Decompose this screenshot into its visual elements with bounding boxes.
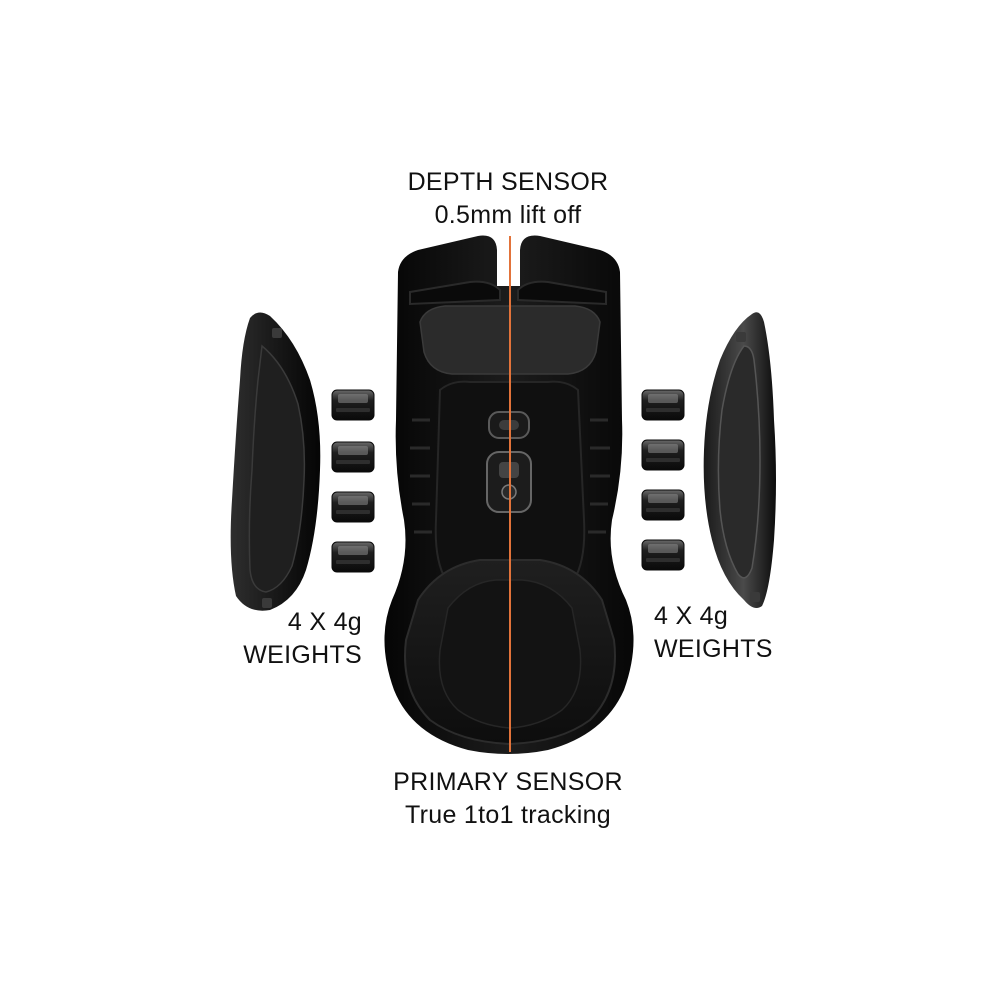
weights-left-count: 4 X 4g [287, 608, 362, 636]
primary-sensor-detail: True 1to1 tracking [405, 801, 611, 829]
weight-block [641, 439, 685, 471]
weight-block [331, 441, 375, 473]
left-panel-inner [248, 344, 306, 593]
weight-block [331, 389, 375, 421]
depth-sensor-title: DEPTH SENSOR [407, 168, 609, 196]
depth-sensor-label: DEPTH SENSOR 0.5mm lift off [358, 166, 658, 232]
weights-left-text: WEIGHTS [243, 641, 362, 669]
right-panel-pin-bottom [750, 592, 760, 602]
primary-sensor-title: PRIMARY SENSOR [393, 768, 623, 796]
weights-left-label: 4 X 4g WEIGHTS [216, 606, 362, 672]
right-side-grooves [588, 418, 610, 534]
left-side-panel [230, 312, 321, 611]
right-weights [641, 389, 685, 571]
left-weights [331, 389, 375, 573]
right-panel-inner [717, 345, 761, 579]
weight-block [641, 489, 685, 521]
weight-block [641, 389, 685, 421]
right-side-panel [703, 312, 776, 608]
weight-block [641, 539, 685, 571]
button-ridge [409, 280, 501, 306]
primary-sensor-label: PRIMARY SENSOR True 1to1 tracking [358, 766, 658, 832]
left-panel-pin-top [272, 328, 282, 338]
right-panel-pin-top [736, 332, 746, 342]
weight-block [331, 541, 375, 573]
weights-right-text: WEIGHTS [654, 635, 773, 663]
weights-right-count: 4 X 4g [654, 602, 729, 630]
left-panel-pin-bottom [262, 598, 272, 608]
button-ridge-right [517, 280, 607, 306]
weight-block [331, 491, 375, 523]
left-side-grooves [410, 418, 432, 534]
weights-right-label: 4 X 4g WEIGHTS [654, 600, 800, 666]
depth-sensor-detail: 0.5mm lift off [434, 201, 582, 229]
